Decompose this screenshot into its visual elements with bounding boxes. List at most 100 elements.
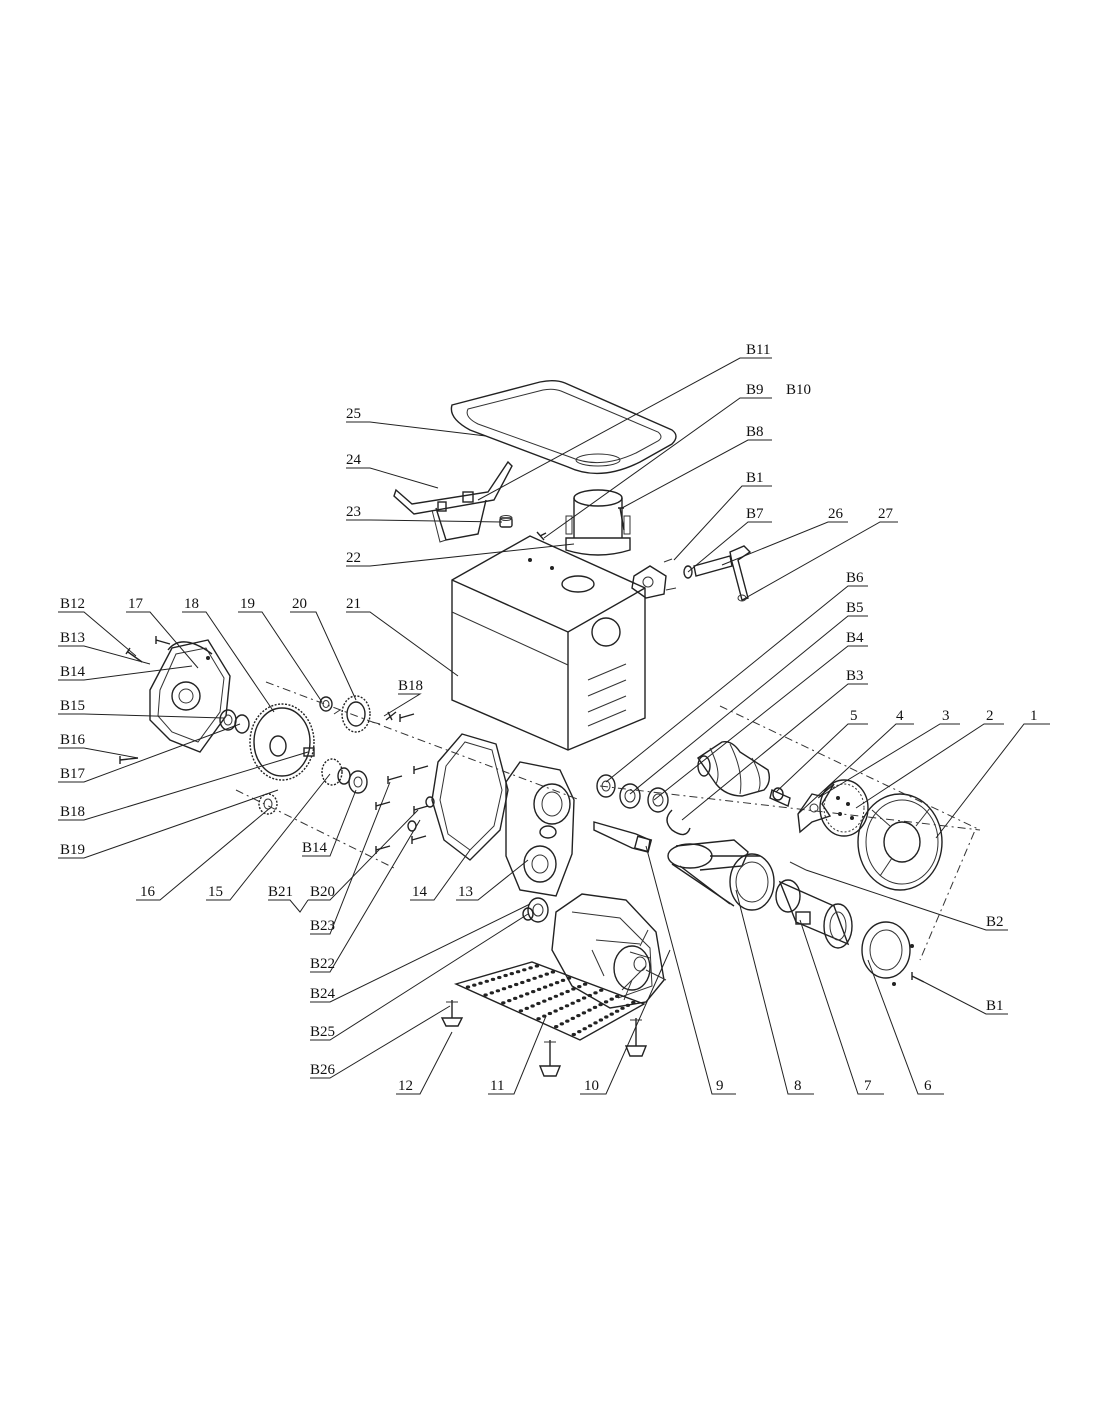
perforation-hole <box>593 991 598 995</box>
label-b3: B3 <box>846 668 864 684</box>
part-blade <box>797 783 835 834</box>
perforation-hole <box>620 1006 625 1010</box>
parts-drawing <box>119 380 981 1077</box>
label-b10: B10 <box>786 382 811 398</box>
perforation-hole <box>526 978 531 983</box>
part-gear-20 <box>319 695 381 733</box>
perforation-hole <box>576 999 581 1003</box>
label-b14-lower: B14 <box>302 840 328 856</box>
perforation-hole <box>536 1001 541 1006</box>
perforation-hole <box>507 999 512 1003</box>
label-1: 1 <box>1030 708 1038 724</box>
perforation-hole <box>604 1015 609 1019</box>
perforation-hole <box>531 990 536 994</box>
label-b5: B5 <box>846 600 864 616</box>
label-b19: B19 <box>60 842 85 858</box>
perforation-hole <box>534 964 540 968</box>
label-23: 23 <box>346 504 361 520</box>
perforation-hole <box>472 983 477 987</box>
perforation-hole <box>548 983 554 987</box>
label-b23: B23 <box>310 918 335 934</box>
label-b18: B18 <box>60 804 85 820</box>
perforation-hole <box>542 999 547 1003</box>
perforation-hole <box>547 1011 553 1016</box>
perforation-hole <box>538 974 543 978</box>
perforation-hole <box>507 985 513 989</box>
label-b24: B24 <box>310 986 336 1002</box>
label-b20: B20 <box>310 884 335 900</box>
label-19: 19 <box>240 596 255 612</box>
label-b15: B15 <box>60 698 85 714</box>
label-b8: B8 <box>746 424 764 440</box>
perforation-hole <box>577 985 582 989</box>
screw-group <box>375 711 435 854</box>
perforation-hole <box>581 996 587 1000</box>
label-2: 2 <box>986 708 994 724</box>
perforation-hole <box>587 1008 592 1012</box>
perforation-hole <box>577 1030 582 1034</box>
part-bracket <box>393 460 513 543</box>
perforation-hole <box>528 966 533 970</box>
label-26: 26 <box>828 506 844 522</box>
perforation-hole <box>571 1032 576 1037</box>
screw-b11 <box>536 531 547 541</box>
perforation-hole <box>513 996 518 1001</box>
part-seals-b24-b25 <box>522 897 549 923</box>
label-18: 18 <box>184 596 199 612</box>
perforation-hole <box>587 1024 593 1028</box>
part-tube-7 <box>775 879 853 949</box>
label-b26: B26 <box>310 1062 336 1078</box>
perforation-hole <box>547 997 553 1001</box>
perforation-hole <box>518 1009 524 1013</box>
perforation-hole <box>542 985 548 989</box>
label-b22: B22 <box>310 956 335 972</box>
part-tray <box>450 380 677 475</box>
label-21: 21 <box>346 596 361 612</box>
label-b1: B1 <box>986 998 1004 1014</box>
label-16: 16 <box>140 884 156 900</box>
part-labels: B11 B9 B10 B8 B1 B7 26 27 25 24 23 22 21… <box>60 342 1038 1094</box>
perforation-hole <box>571 987 576 991</box>
perforation-hole <box>478 981 483 985</box>
perforation-hole <box>560 978 566 983</box>
part-end-cover <box>149 639 231 753</box>
label-b16: B16 <box>60 732 86 748</box>
perforation-hole <box>566 976 572 980</box>
label-24: 24 <box>346 452 362 468</box>
perforation-hole <box>609 997 614 1001</box>
part-feet <box>440 1000 648 1077</box>
perforation-hole <box>576 1014 581 1018</box>
label-27: 27 <box>878 506 894 522</box>
perforation-hole <box>559 992 564 996</box>
perforation-hole <box>536 987 542 992</box>
label-b18-top: B18 <box>398 678 423 694</box>
part-gasket <box>431 733 509 861</box>
label-b11: B11 <box>746 342 770 358</box>
perforation-hole <box>525 992 530 996</box>
perforation-hole <box>570 1001 575 1005</box>
perforation-hole <box>598 1003 603 1007</box>
label-b1-top: B1 <box>746 470 764 486</box>
part-auger <box>697 741 771 797</box>
part-shaft-4-5 <box>769 787 791 807</box>
perforation-hole <box>565 1019 570 1023</box>
label-b6: B6 <box>846 570 864 586</box>
label-22: 22 <box>346 550 361 566</box>
screw-b16 <box>119 756 139 764</box>
label-6: 6 <box>924 1078 932 1094</box>
perforation-hole <box>465 985 471 989</box>
perforation-hole <box>587 993 592 998</box>
perforation-hole <box>592 1005 598 1010</box>
perforation-hole <box>514 982 519 987</box>
label-20: 20 <box>292 596 307 612</box>
plate-perforations <box>465 964 636 1037</box>
label-14: 14 <box>412 884 428 900</box>
label-9: 9 <box>716 1078 724 1094</box>
assembly-axis-lines <box>235 681 981 961</box>
perforation-hole <box>495 989 501 993</box>
perforation-hole <box>625 1003 631 1008</box>
part-small-gear-15 <box>321 758 368 794</box>
perforation-hole <box>609 1012 614 1016</box>
part-large-gear <box>249 703 315 781</box>
